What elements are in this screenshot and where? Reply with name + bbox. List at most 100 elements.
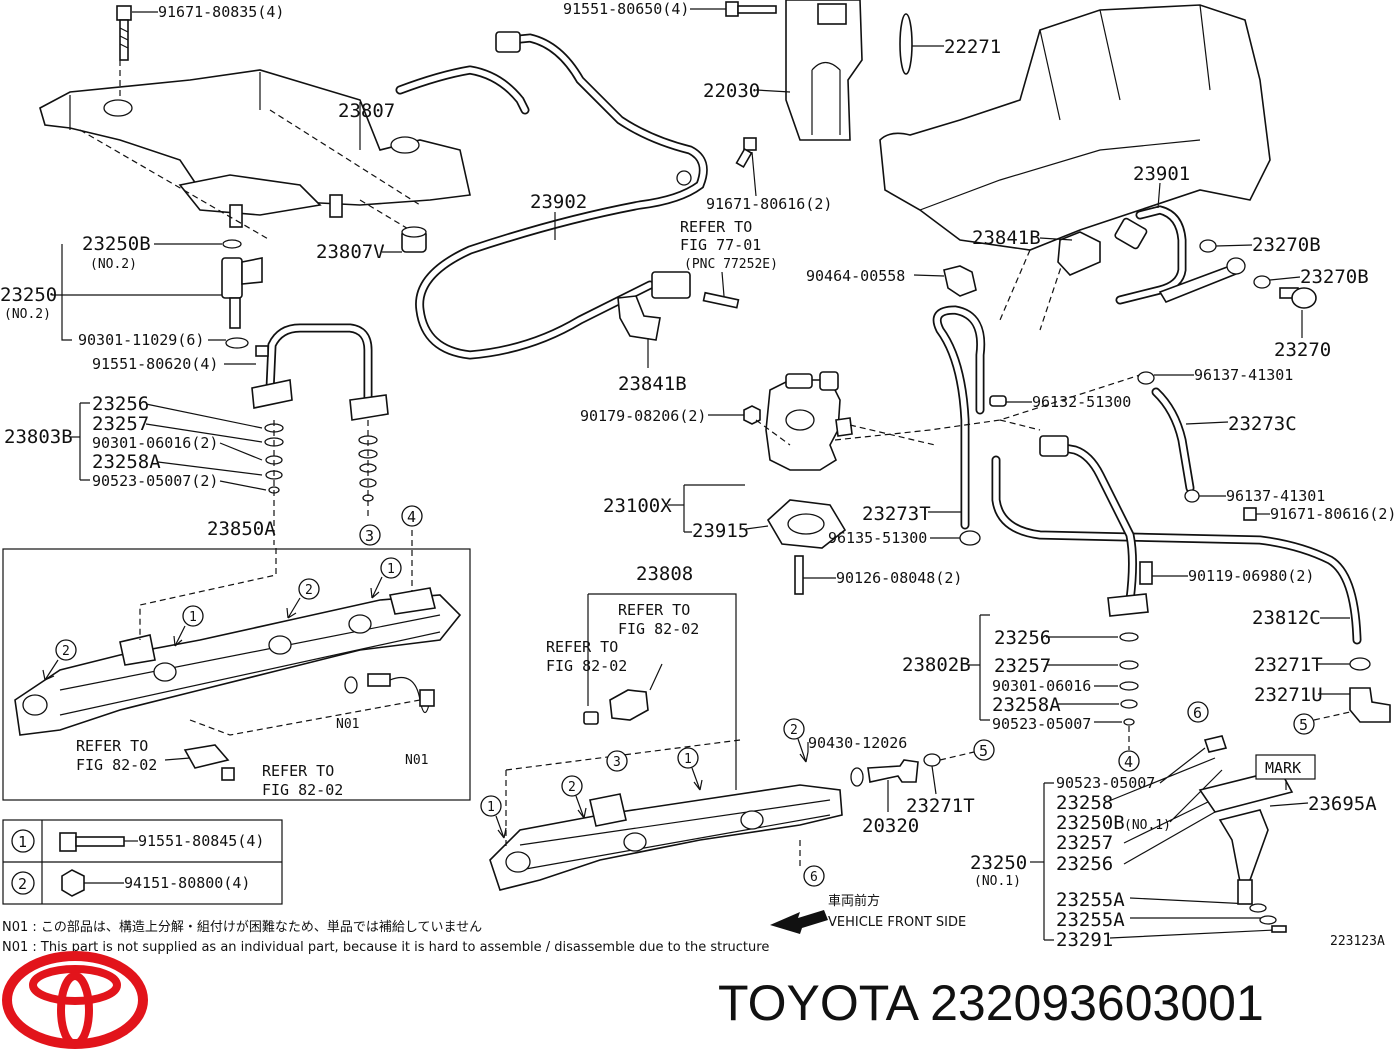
bolt-small-box1	[221, 767, 235, 781]
callout-23250-bottom-no: (NO.1)	[974, 874, 1021, 889]
ref-circle-5-lower: 5	[973, 739, 995, 761]
callout-23808: 23808	[636, 563, 693, 585]
fuel-pipe-23802b	[1039, 435, 1149, 617]
callout-23807: 23807	[338, 100, 395, 122]
callout-23915: 23915	[692, 520, 749, 542]
toyota-logo	[2, 951, 148, 1049]
callout-90126-08048: 90126-08048(2)	[836, 569, 962, 587]
label-n01-a: N01	[336, 717, 359, 732]
callout-90179-08206: 90179-08206(2)	[580, 407, 706, 425]
sensor-n01	[344, 673, 435, 714]
legend-table: 1 2 91551-80845(4) 94151-80800(4)	[2, 819, 283, 905]
refer-82-c-line2: FIG 82-02	[76, 756, 157, 774]
callout-23255a-2: 23255A	[1056, 909, 1125, 931]
callout-23271u: 23271U	[1254, 684, 1323, 706]
callout-91671-80616-a: 91671-80616(2)	[706, 195, 832, 213]
vehicle-front-jp: 車両前方	[828, 893, 880, 909]
mark-label: MARK	[1265, 759, 1301, 777]
ref-arrows-box1: 2 1 2 1	[42, 557, 402, 681]
refer-77-line3: (PNC 77252E)	[684, 257, 778, 272]
clamp-23841b-lower	[617, 295, 661, 341]
refer-77-line1: REFER TO	[680, 218, 752, 236]
callout-23850a: 23850A	[207, 518, 276, 540]
delivery-pipe-cover-23807	[39, 69, 471, 228]
svg-text:4: 4	[407, 508, 416, 526]
callout-96137-lower: 96137-41301	[1226, 487, 1325, 505]
callout-90430-12026: 90430-12026	[808, 734, 907, 752]
callout-23256-bottom: 23256	[1056, 853, 1113, 875]
refer-82-d-line2: FIG 82-02	[262, 781, 343, 799]
callout-23257-left: 23257	[92, 413, 149, 435]
svg-text:1: 1	[487, 800, 495, 815]
callout-23250b-bottom-no: (NO.1)	[1124, 818, 1171, 833]
callout-23291: 23291	[1056, 929, 1113, 951]
callout-23256-left: 23256	[92, 393, 149, 415]
callout-23273c: 23273C	[1228, 413, 1297, 435]
refer-82-c-line1: REFER TO	[76, 737, 148, 755]
callout-90301-11029: 90301-11029(6)	[78, 331, 204, 349]
callout-23271t-right: 23271T	[1254, 654, 1323, 676]
legend-part-1: 91551-80845(4)	[138, 832, 264, 850]
callout-91551-80650: 91551-80650(4)	[563, 0, 689, 18]
svg-text:3: 3	[365, 527, 374, 545]
bolt-91551-80650	[725, 1, 777, 17]
callout-23695a: 23695A	[1308, 793, 1377, 815]
bolt-91671-80616-a	[735, 137, 757, 169]
ref-circle-4-right: 4	[1118, 750, 1140, 772]
damper-20320	[867, 759, 919, 783]
figure-id: 223123A	[1330, 934, 1385, 949]
clamp-96137-lower	[1184, 489, 1200, 503]
throttle-body-22030	[785, 0, 863, 141]
svg-text:6: 6	[1193, 704, 1202, 722]
callout-90301-06016-right: 90301-06016	[992, 677, 1091, 695]
callout-90523-05007-bottom: 90523-05007	[1056, 774, 1155, 792]
injector-23250-no1	[1198, 735, 1294, 933]
svg-text:2: 2	[62, 644, 70, 659]
svg-text:4: 4	[1124, 753, 1133, 771]
hose-23273c	[1151, 387, 1195, 493]
bolt-91671-80616-b	[1243, 507, 1257, 521]
union-23271u	[1349, 687, 1391, 723]
refer-77-line2: FIG 77-01	[680, 236, 761, 254]
callout-96137-upper: 96137-41301	[1194, 366, 1293, 384]
delivery-pipe-23850a	[14, 587, 462, 769]
callout-96135-51300: 96135-51300	[828, 529, 927, 547]
callout-90523-05007-right: 90523-05007	[992, 715, 1091, 733]
callout-23250b-top-no: (NO.2)	[90, 257, 137, 272]
callout-22030: 22030	[703, 80, 760, 102]
callout-23250b-top: 23250B	[82, 233, 151, 255]
svg-text:2: 2	[790, 723, 798, 738]
callout-23258a-left: 23258A	[92, 451, 161, 473]
ref-circle-6-right: 6	[1187, 701, 1209, 723]
label-n01-b: N01	[405, 753, 428, 768]
callout-23258-bottom: 23258	[1056, 792, 1113, 814]
grommet-23807v	[401, 226, 427, 253]
callout-23901: 23901	[1133, 163, 1190, 185]
clamp-96132-51300	[989, 395, 1007, 407]
stud-90126-08048	[794, 555, 804, 595]
callout-23803b: 23803B	[4, 426, 73, 448]
svg-text:1: 1	[387, 562, 395, 577]
svg-text:2: 2	[568, 780, 576, 795]
callout-23807v: 23807V	[316, 241, 385, 263]
clamp-96137-upper	[1137, 371, 1155, 385]
fuel-pipe-23803b	[251, 323, 389, 421]
bolt-91671-80835	[116, 5, 132, 61]
o-ring-stack-right-pipe	[1119, 632, 1139, 726]
bolt-90119-06980	[1139, 561, 1153, 585]
legend-num-2: 2	[18, 875, 27, 893]
legend-part-2: 94151-80800(4)	[124, 874, 250, 892]
svg-text:1: 1	[189, 610, 197, 625]
callout-23255a-1: 23255A	[1056, 889, 1125, 911]
callout-23273t: 23273T	[862, 503, 931, 525]
ref-circle-3-upper: 3	[359, 524, 381, 546]
callout-23270b-upper: 23270B	[1252, 234, 1321, 256]
gasket-23915	[766, 499, 847, 549]
mark-box	[1255, 754, 1316, 780]
callout-90523-05007-left: 90523-05007(2)	[92, 472, 218, 490]
callout-91671-80616-b: 91671-80616(2)	[1270, 505, 1396, 523]
callout-91671-80835: 91671-80835(4)	[158, 3, 284, 21]
note-japanese: N01 : この部品は、構造上分解・組付けが困難なため、単品では補給していません	[2, 919, 482, 935]
hose-23812c	[991, 455, 1362, 645]
svg-text:5: 5	[1299, 716, 1308, 734]
